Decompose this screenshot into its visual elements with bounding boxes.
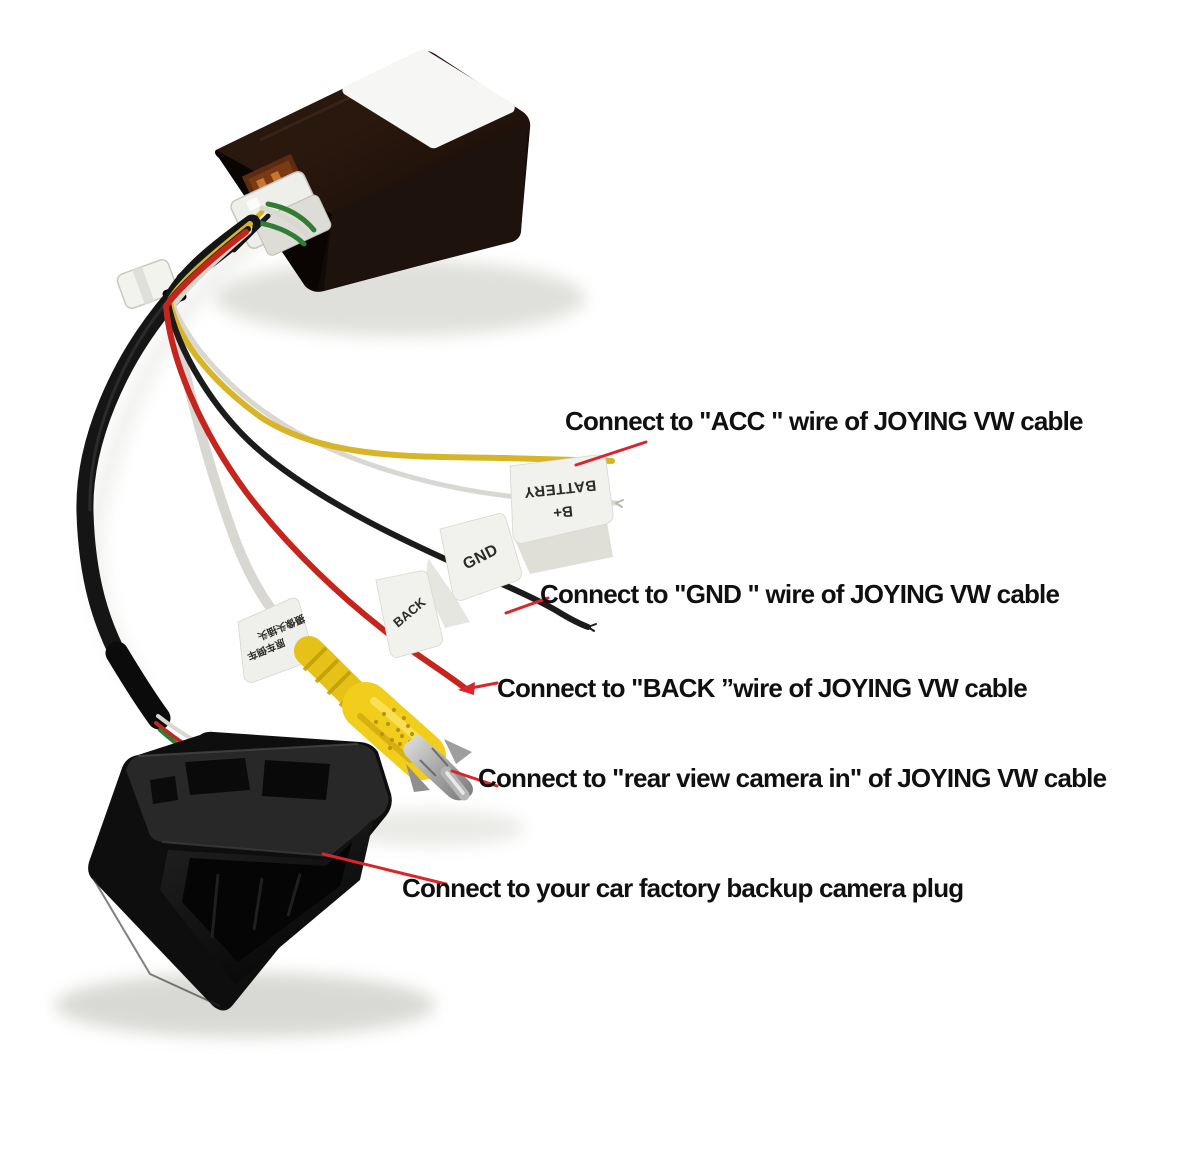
back-tag: BACK (375, 570, 443, 658)
battery-tag-text-bottom: B+ (552, 502, 574, 521)
pointer-line-camera (450, 769, 499, 788)
rca-metal-tip (403, 734, 473, 801)
pointer-line-factory (321, 852, 448, 886)
blank-label (342, 49, 515, 149)
pointer-line-back (469, 681, 499, 690)
chinese-tag: 摄像头插头 原车倒车 (237, 597, 314, 683)
annotation-back-wire: Connect to "BACK ”wire of JOYING VW cabl… (497, 673, 1028, 703)
annotation-gnd-wire: Connect to "GND " wire of JOYING VW cabl… (540, 579, 1060, 609)
rca-connector (294, 636, 473, 801)
annotation-factory-backup-camera-plug: Connect to your car factory backup camer… (402, 873, 964, 903)
pointer-line-acc (574, 440, 648, 467)
rca-knurl-dots (373, 707, 415, 751)
battery-tag: BATTERY B+ (509, 454, 614, 574)
vw-connector (88, 731, 392, 1011)
heat-shrink (105, 641, 171, 730)
annotation-rear-view-camera-in: Connect to "rear view camera in" of JOYI… (478, 763, 1107, 793)
annotation-lines (321, 440, 648, 886)
pointer-arrowhead-back (458, 682, 475, 695)
pointer-line-gnd (504, 596, 550, 615)
annotation-acc-wire: Connect to "ACC " wire of JOYING VW cabl… (565, 406, 1084, 436)
gnd-tag: GND (425, 513, 522, 628)
